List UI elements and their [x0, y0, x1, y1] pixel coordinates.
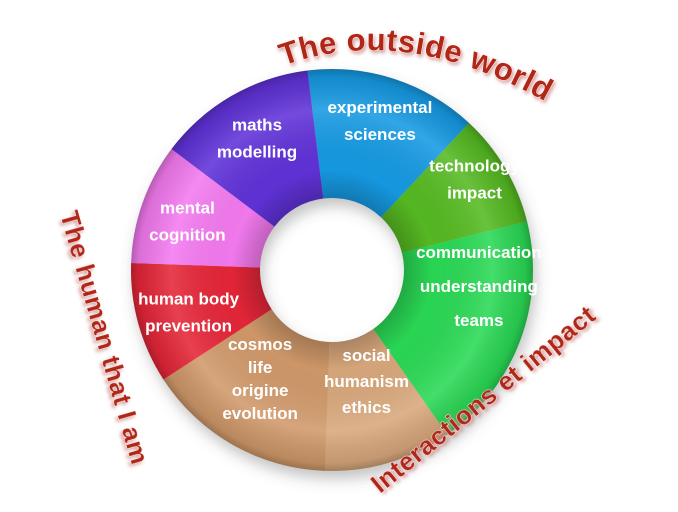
segment-label-line: teams	[454, 311, 503, 330]
segment-label-line: cosmos	[228, 336, 292, 355]
segment-label-line: prevention	[145, 317, 232, 336]
segment-label-human-body-prevention: human body prevention	[138, 290, 240, 336]
segment-label-line: human body	[138, 290, 240, 309]
segment-label-line: ethics	[342, 398, 391, 417]
segment-label-line: communication	[416, 243, 542, 262]
segment-label-maths-modelling: maths modelling	[217, 116, 297, 162]
donut-segment-labels: experimental sciences technology impact comm…	[138, 99, 542, 424]
segment-label-line: maths	[232, 116, 282, 135]
segment-label-experimental-sciences: experimental sciences	[327, 99, 432, 145]
segment-label-mental-cognition: mental cognition	[149, 199, 225, 245]
segment-label-line: experimental	[327, 99, 432, 118]
segment-label-technology-impact: technology impact	[429, 157, 520, 203]
segment-label-line: mental	[160, 199, 215, 218]
segment-label-line: modelling	[217, 143, 297, 162]
segment-label-line: sciences	[344, 126, 416, 145]
segment-label-line: evolution	[222, 405, 298, 424]
segment-label-social-humanism-ethics: social humanism ethics	[324, 346, 409, 417]
segment-label-line: understanding	[420, 277, 538, 296]
segment-label-line: technology	[429, 157, 520, 176]
segment-label-line: humanism	[324, 372, 409, 391]
segment-label-line: social	[342, 346, 390, 365]
segment-label-line: life	[248, 359, 273, 378]
segment-label-communication-understanding-teams: communication understanding teams	[416, 243, 542, 330]
segment-label-line: origine	[232, 382, 289, 401]
segment-label-line: cognition	[149, 226, 225, 245]
segment-label-cosmos-life-origine-evolution: cosmos life origine evolution	[222, 336, 298, 424]
segment-label-line: impact	[447, 184, 502, 203]
